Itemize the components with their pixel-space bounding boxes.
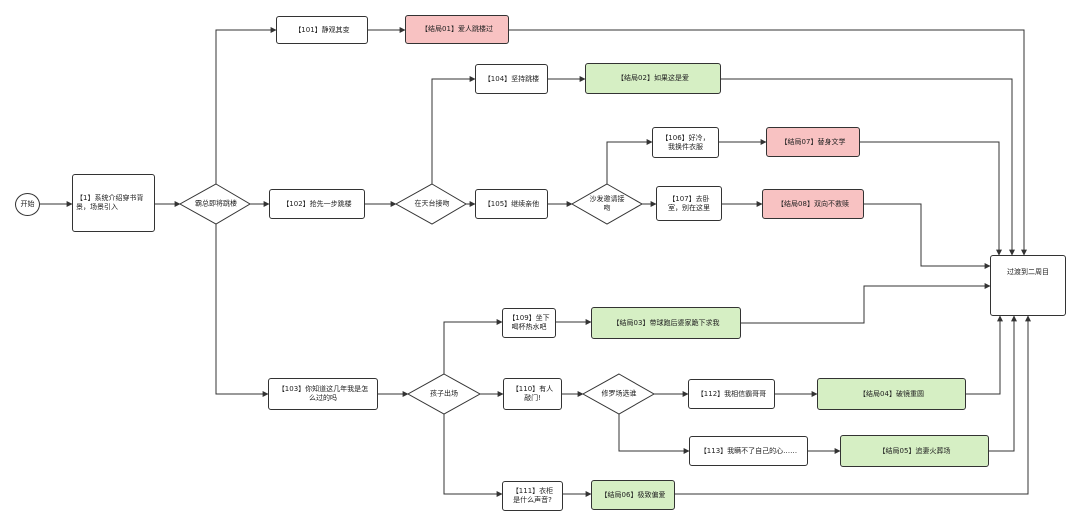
- node-103[interactable]: 【103】你知道这几年我是怎 么过的吗: [268, 378, 378, 410]
- node-106[interactable]: 【106】好冷， 我换件衣服: [652, 127, 719, 158]
- node-1-intro[interactable]: 【1】系统介绍穿书背景，场景引入: [72, 174, 155, 232]
- decision-diamonds: [178, 183, 656, 415]
- decision-roof-diamond: [394, 183, 467, 225]
- ending-06[interactable]: 【结局06】极致偏爱: [591, 480, 675, 510]
- node-107[interactable]: 【107】去卧 室，别在这里: [656, 186, 722, 221]
- final-node[interactable]: 过渡到二周目: [990, 255, 1066, 316]
- decision-roof-label: 在天台接吻: [414, 199, 450, 208]
- decision-child-diamond: [406, 373, 482, 415]
- ending-04[interactable]: 【结局04】破镜重圆: [817, 378, 966, 410]
- ending-07[interactable]: 【结局07】替身文学: [766, 127, 860, 157]
- ending-02[interactable]: 【结局02】如果这是爱: [585, 63, 721, 94]
- node-112[interactable]: 【112】我相信霸哥哥: [688, 379, 775, 409]
- node-113[interactable]: 【113】我瞒不了自己的心……: [689, 436, 808, 466]
- ending-03[interactable]: 【结局03】带球跑后婆家跪下求我: [591, 307, 741, 339]
- node-105[interactable]: 【105】继续亲他: [475, 189, 548, 219]
- node-104[interactable]: 【104】坚持跳楼: [475, 64, 548, 94]
- decision-jump-diamond: [178, 183, 251, 225]
- node-110[interactable]: 【110】有人 敲门!: [503, 378, 562, 410]
- decision-jump-label: 霸总即将跳楼: [195, 199, 237, 208]
- node-111[interactable]: 【111】衣柜 是什么声音?: [502, 481, 563, 511]
- ending-01[interactable]: 【结局01】爱人跳楼过: [405, 15, 509, 44]
- decision-shura-diamond: [581, 373, 656, 415]
- decision-shura-label: 修罗场选谁: [601, 389, 637, 398]
- connectors: [40, 27, 1031, 497]
- ending-05[interactable]: 【结局05】追妻火葬场: [840, 435, 989, 467]
- node-101[interactable]: 【101】静观其变: [276, 16, 368, 44]
- node-102[interactable]: 【102】抢先一步跳楼: [269, 189, 365, 219]
- start-node[interactable]: 开始: [15, 193, 40, 216]
- ending-08[interactable]: 【结局08】双向不救赎: [762, 189, 864, 219]
- node-109[interactable]: 【109】坐下 喝杯热水吧: [502, 308, 556, 338]
- decision-sofa-diamond: [570, 183, 644, 225]
- decision-sofa-label: 沙发邀请接 吻: [589, 195, 625, 212]
- decision-child-label: 孩子出场: [430, 389, 458, 398]
